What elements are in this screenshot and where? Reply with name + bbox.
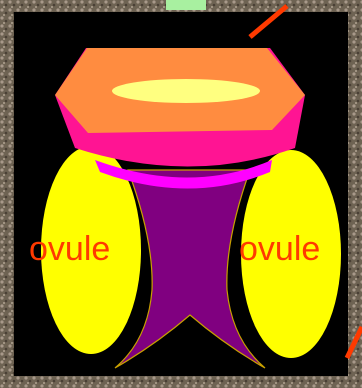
ovule-label-right: ovule	[239, 232, 320, 266]
stigma-highlight	[112, 79, 260, 103]
left-rock-edge	[0, 0, 14, 388]
bottom-rock-edge	[0, 376, 362, 388]
green-patch	[166, 0, 206, 10]
ovule-label-left: ovule	[29, 232, 110, 266]
